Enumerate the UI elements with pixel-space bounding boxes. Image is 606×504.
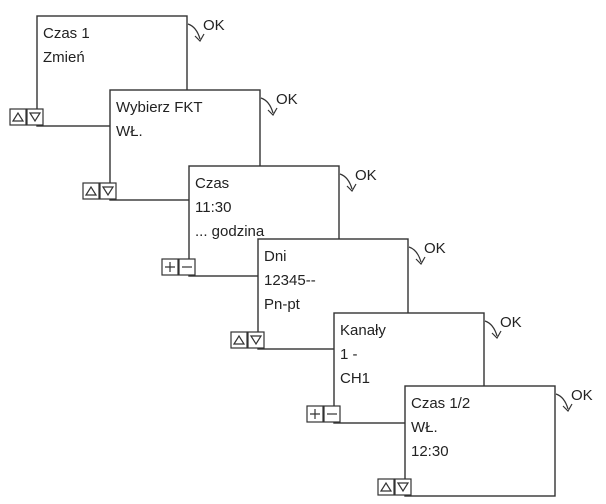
plus-icon[interactable] [306,405,324,423]
screen-buttons[interactable] [82,182,117,200]
screen-text-line: Czas [195,175,229,192]
screen-buttons[interactable] [9,108,44,126]
ok-arrow-icon [339,173,357,192]
screen-text-line: Czas 1 [43,25,90,42]
screen-text-line: Pn-pt [264,296,301,313]
screen-buttons[interactable] [377,478,412,496]
minus-icon[interactable] [178,258,196,276]
screen-text-line: Dni [264,248,287,265]
screen-text-line: Zmień [43,49,85,66]
screen-2: Wybierz FKT WŁ. OK [82,89,298,201]
ok-label: OK [355,167,377,184]
ok-arrow-icon [408,246,426,265]
up-icon[interactable] [377,478,395,496]
screen-text-line: WŁ. [116,123,143,140]
screen-text-line: ... godzina [195,223,265,240]
screen-text-line: WŁ. [411,419,438,436]
ok-label: OK [571,387,593,404]
ok-arrow-icon [555,393,573,412]
screen-buttons[interactable] [230,331,265,349]
ok-label: OK [203,17,225,34]
ok-label: OK [424,240,446,257]
up-icon[interactable] [230,331,248,349]
minus-icon[interactable] [323,405,341,423]
ok-label: OK [276,91,298,108]
screen-text-line: 11:30 [195,199,231,216]
screen-buttons[interactable] [306,405,341,423]
ok-label: OK [500,314,522,331]
screen-text-line: 12345-- [264,272,316,289]
screen-text-line: Wybierz FKT [116,99,203,116]
ok-arrow-icon [187,23,205,42]
screen-text-line: Czas 1/2 [411,395,470,412]
screen-6: Czas 1/2WŁ. 12:30 OK [377,385,593,497]
up-icon[interactable] [9,108,27,126]
down-icon[interactable] [26,108,44,126]
down-icon[interactable] [247,331,265,349]
screen-frame [404,385,556,497]
screen-text-line: CH1 [340,370,370,387]
screen-buttons[interactable] [161,258,196,276]
screen-3: Czas 11:30 ... godzina OK [161,165,377,277]
screen-frame [109,89,261,201]
ok-arrow-icon [484,320,502,339]
down-icon[interactable] [394,478,412,496]
screen-text-line: 12:30 [411,443,449,460]
down-icon[interactable] [99,182,117,200]
ok-arrow-icon [260,97,278,116]
up-icon[interactable] [82,182,100,200]
screen-text-line: Kanały [340,322,386,339]
plus-icon[interactable] [161,258,179,276]
screen-text-line: 1 - [340,346,358,363]
